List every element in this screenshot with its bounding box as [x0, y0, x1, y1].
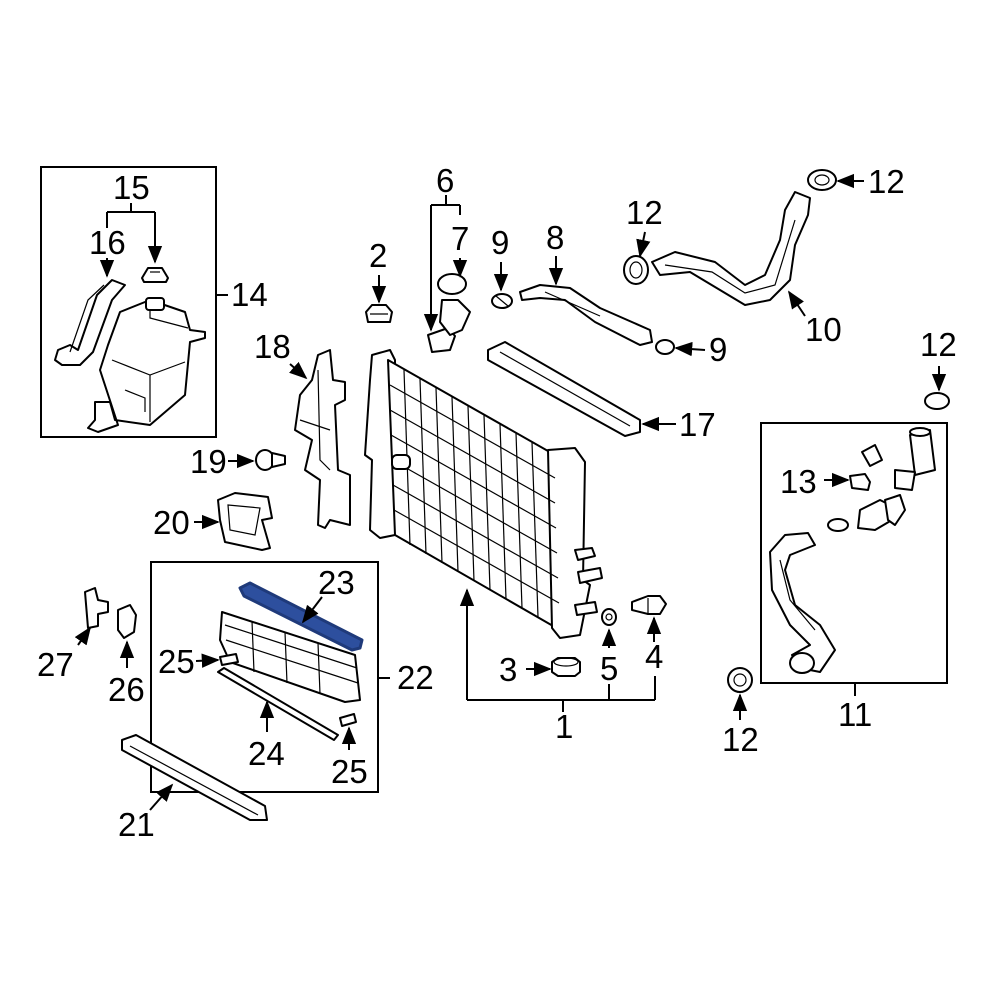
callout-12-right: 12 [920, 326, 957, 363]
active-grille-shutter[interactable] [219, 611, 361, 703]
coolant-reservoir-tank[interactable] [87, 297, 206, 433]
leader-25-left [195, 653, 220, 668]
leader-27 [74, 626, 92, 646]
hose-clamp-lower[interactable] [655, 339, 675, 355]
callout-6: 6 [436, 162, 454, 199]
radiator-drain-cap[interactable] [365, 304, 393, 323]
hose-clamp-12-bottom[interactable] [727, 667, 753, 693]
hose-clamp[interactable] [491, 293, 513, 309]
callout-12-bottom: 12 [722, 721, 759, 758]
callout-21: 21 [118, 806, 155, 843]
reservoir-group-box [40, 166, 228, 438]
air-deflector-lower[interactable] [217, 492, 273, 551]
callout-12-top: 12 [868, 163, 905, 200]
lower-air-guide[interactable] [121, 734, 268, 821]
callout-7: 7 [451, 220, 469, 257]
drain-washer[interactable] [601, 608, 617, 626]
callout-3: 3 [499, 651, 517, 688]
highlighted-seal[interactable] [238, 581, 364, 652]
retainer-pin-right[interactable] [339, 713, 357, 727]
temperature-sensor[interactable] [849, 444, 883, 491]
radiator-core[interactable] [364, 349, 603, 639]
radiator-filler-neck[interactable] [427, 273, 471, 353]
callout-20: 20 [153, 504, 190, 541]
bracket-27[interactable] [84, 587, 109, 629]
callout-8: 8 [546, 219, 564, 256]
push-clip[interactable] [255, 449, 286, 471]
lower-seal-strip[interactable] [217, 667, 339, 741]
callout-15: 15 [113, 169, 150, 206]
callout-25-left: 25 [158, 643, 195, 680]
hose-clamp-12-top[interactable] [807, 169, 837, 191]
leader-15-16 [99, 203, 163, 278]
radiator-upper-support[interactable] [487, 341, 641, 437]
lower-hose-group-box [760, 422, 948, 696]
callout-24: 24 [248, 735, 285, 772]
upper-radiator-hose[interactable] [651, 191, 811, 306]
shutter-group-box [150, 561, 390, 793]
callout-9-lower: 9 [709, 331, 727, 368]
callout-13: 13 [780, 463, 817, 500]
radiator-mount-cushion[interactable] [551, 657, 581, 677]
callout-1: 1 [555, 708, 573, 745]
callout-16: 16 [89, 224, 126, 261]
leader-9-lower [674, 341, 706, 357]
hose-clamp-12-right[interactable] [924, 392, 950, 410]
callout-19: 19 [190, 443, 227, 480]
leader-18 [289, 361, 308, 380]
callout-2: 2 [369, 237, 387, 274]
callout-17: 17 [679, 406, 716, 443]
callout-23: 23 [318, 564, 355, 601]
lower-radiator-hose[interactable] [769, 532, 836, 674]
callout-labels: 1 2 3 4 5 6 7 8 9 9 10 11 12 12 12 12 13… [37, 162, 957, 843]
callout-4: 4 [645, 638, 663, 675]
callout-27: 27 [37, 646, 74, 683]
callout-18: 18 [254, 328, 291, 365]
leader-21 [149, 783, 174, 811]
reservoir-cap[interactable] [141, 267, 169, 283]
callout-14: 14 [231, 276, 268, 313]
leader-12-left [636, 231, 651, 258]
callout-10: 10 [805, 311, 842, 348]
drain-plug[interactable] [631, 595, 667, 615]
leader-1 [459, 588, 656, 712]
callout-12-left: 12 [626, 194, 663, 231]
callout-9-upper: 9 [491, 224, 509, 261]
air-deflector-side[interactable] [294, 349, 351, 529]
retainer-pin-left[interactable] [219, 653, 239, 666]
reservoir-hose[interactable] [54, 279, 126, 366]
leader-10 [788, 290, 806, 317]
callout-11: 11 [838, 696, 872, 733]
bracket-26[interactable] [117, 604, 137, 639]
callout-25-right: 25 [331, 753, 368, 790]
leader-23 [301, 596, 323, 624]
callout-5: 5 [600, 650, 618, 687]
leader-6-7 [423, 195, 468, 332]
hose-clamp-12-left[interactable] [623, 255, 649, 285]
callout-26: 26 [108, 671, 145, 708]
callout-22: 22 [397, 659, 434, 696]
hose-connector[interactable] [827, 427, 936, 532]
bypass-hose[interactable] [519, 284, 653, 346]
